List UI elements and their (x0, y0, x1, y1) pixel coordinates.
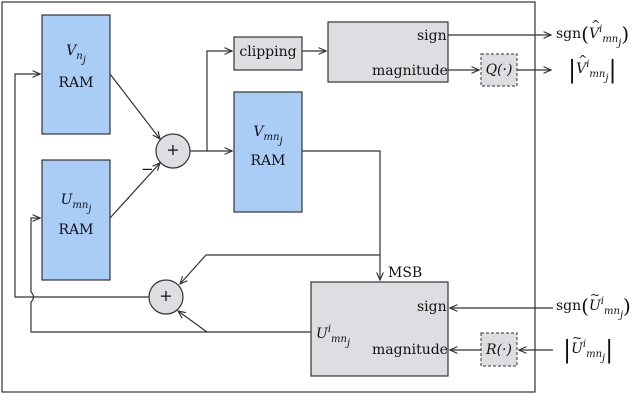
r-quantizer-label: R(·) (486, 342, 512, 358)
adder-bottom-plus: + (159, 286, 173, 305)
bottom-sign-label: sign (417, 299, 447, 315)
input-magnitude-label: |Uimnj| (563, 330, 613, 364)
q-quantizer-block (480, 53, 518, 87)
vmn-ram-label: RAM (250, 153, 286, 169)
v-ram-symbol: Vnj (66, 43, 86, 66)
vmn-ram-block (233, 91, 303, 213)
wire-adder-to-vram (14, 74, 149, 298)
u-ram-block (41, 159, 111, 281)
top-sign-magnitude-block (327, 21, 449, 83)
u-ram-symbol: Umnj (60, 192, 92, 215)
top-magnitude-label: magnitude (372, 63, 448, 79)
wire-split-to-uram (30, 218, 207, 333)
wire-vmn-to-msb (302, 150, 380, 280)
outer-frame (1, 1, 536, 393)
adder-top-plus: + (166, 140, 180, 159)
msb-label: MSB (388, 265, 423, 281)
output-sign-label: sgn(Vimnj) (556, 17, 629, 49)
output-magnitude-label: |Vimnj| (568, 52, 617, 84)
clipping-label: clipping (239, 44, 297, 60)
clipping-block (233, 36, 303, 71)
bottom-sign-magnitude-block (310, 281, 449, 377)
bottom-magnitude-label: magnitude (372, 342, 448, 358)
wire-msb-to-adder (180, 254, 380, 284)
q-quantizer-label: Q(·) (485, 62, 513, 78)
vmn-ram-symbol: Vmnj (253, 124, 283, 147)
wire-split-to-adder (178, 311, 311, 333)
wire-uram-to-adder (109, 163, 160, 219)
v-ram-label: RAM (58, 75, 94, 91)
v-ram-block (41, 14, 111, 135)
wire-adder-to-clipping (190, 51, 232, 152)
adder-top-minus: − (141, 160, 154, 178)
input-sign-label: sgn(Uimnj) (556, 287, 631, 321)
top-sign-label: sign (417, 28, 447, 44)
bottom-split-symbol: Uimnj (316, 324, 351, 349)
u-ram-label: RAM (58, 222, 94, 238)
wire-vram-to-adder (109, 73, 160, 139)
